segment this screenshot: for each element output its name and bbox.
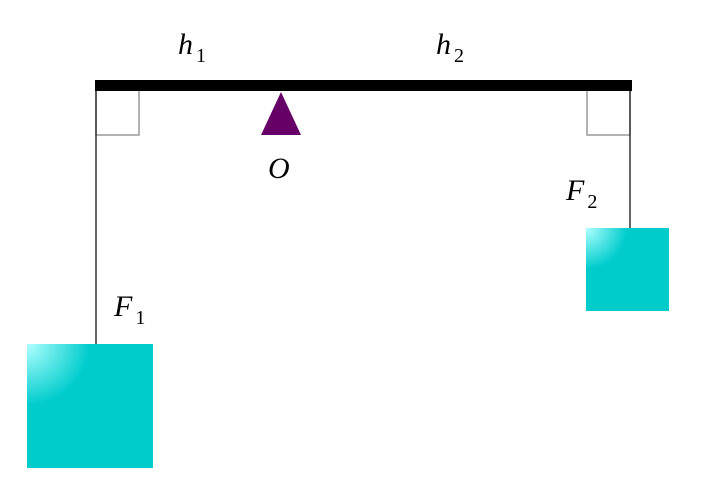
F2-base: F: [566, 174, 585, 207]
label-pivot: O: [268, 152, 290, 185]
F2-sub: 2: [587, 191, 598, 213]
F1-sub: 1: [135, 307, 146, 329]
h1-sub: 1: [196, 45, 206, 67]
weight-box-left: [27, 344, 153, 468]
right-angle-mark-right: [586, 91, 631, 136]
lever-beam: [95, 80, 632, 91]
weight-box-right: [586, 228, 669, 311]
h2-base: h: [436, 28, 451, 61]
F1-base: F: [114, 290, 133, 323]
h1-base: h: [178, 28, 193, 61]
h2-sub: 2: [454, 45, 464, 67]
pivot-triangle: [261, 92, 301, 135]
right-angle-mark-left: [95, 91, 140, 136]
